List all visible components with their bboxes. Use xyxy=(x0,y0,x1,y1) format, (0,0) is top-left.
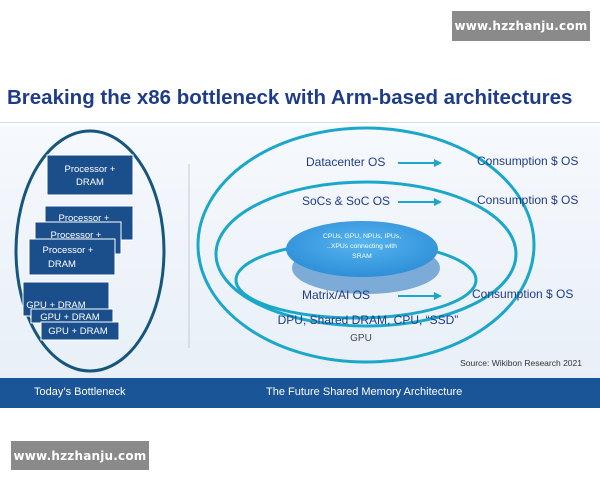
slide-footer: Today’s Bottleneck The Future Shared Mem… xyxy=(0,378,600,408)
soc-disc xyxy=(286,221,438,277)
processor-stack-label-3b: DRAM xyxy=(48,259,76,270)
processor-stack-label-3: Processor + xyxy=(43,245,94,256)
gpu-stack-label-1: GPU + DRAM xyxy=(26,300,85,311)
gpu-stack-box-3 xyxy=(40,321,120,341)
slide-title: Breaking the x86 bottleneck with Arm-bas… xyxy=(7,86,573,109)
slide: Breaking the x86 bottleneck with Arm-bas… xyxy=(0,72,600,408)
outer-ring xyxy=(196,126,536,364)
processor-stack-label-2: Processor + xyxy=(51,230,102,241)
middle-ring xyxy=(214,180,518,328)
bottleneck-ellipse xyxy=(14,129,166,373)
gpu-label: GPU xyxy=(350,333,372,344)
memory-line-label: DPU, Shared DRAM, CPU, “SSD” xyxy=(278,313,459,327)
source-caption: Source: Wikibon Research 2021 xyxy=(460,358,582,368)
processor-stack-label-1: Processor + xyxy=(59,213,110,224)
watermark-top: www.hzzhanju.com xyxy=(452,11,590,41)
processor-dram-label-2: DRAM xyxy=(76,177,104,188)
soc-disc-label-1: CPUs, GPU, NPUs, IPUs, xyxy=(323,233,401,240)
datacenter-os-label: Datacenter OS xyxy=(306,155,385,169)
processor-dram-box xyxy=(46,154,134,196)
soc-disc-label-3: SRAM xyxy=(352,253,372,260)
consumption-os-label-3: Consumption $ OS xyxy=(472,287,573,301)
title-bar: Breaking the x86 bottleneck with Arm-bas… xyxy=(0,72,600,123)
architecture-diagram: Processor + DRAM Processor + Processor +… xyxy=(14,126,582,373)
consumption-os-label-1: Consumption $ OS xyxy=(477,154,578,168)
gpu-stack-label-3: GPU + DRAM xyxy=(48,326,107,337)
watermark-bottom: www.hzzhanju.com xyxy=(11,441,149,470)
consumption-os-label-2: Consumption $ OS xyxy=(477,193,578,207)
socs-os-label: SoCs & SoC OS xyxy=(302,194,390,208)
footer-right-label: The Future Shared Memory Architecture xyxy=(266,386,463,398)
processor-stack-box-3 xyxy=(28,238,116,276)
slide-content: Processor + DRAM Processor + Processor +… xyxy=(0,126,600,408)
matrix-ai-os-label: Matrix/AI OS xyxy=(302,288,370,302)
gpu-stack-label-2: GPU + DRAM xyxy=(40,312,99,323)
soc-disc-label-2: ..XPUs connecting with xyxy=(327,243,397,250)
processor-dram-label-1: Processor + xyxy=(65,164,116,175)
footer-left-label: Today’s Bottleneck xyxy=(34,386,126,398)
